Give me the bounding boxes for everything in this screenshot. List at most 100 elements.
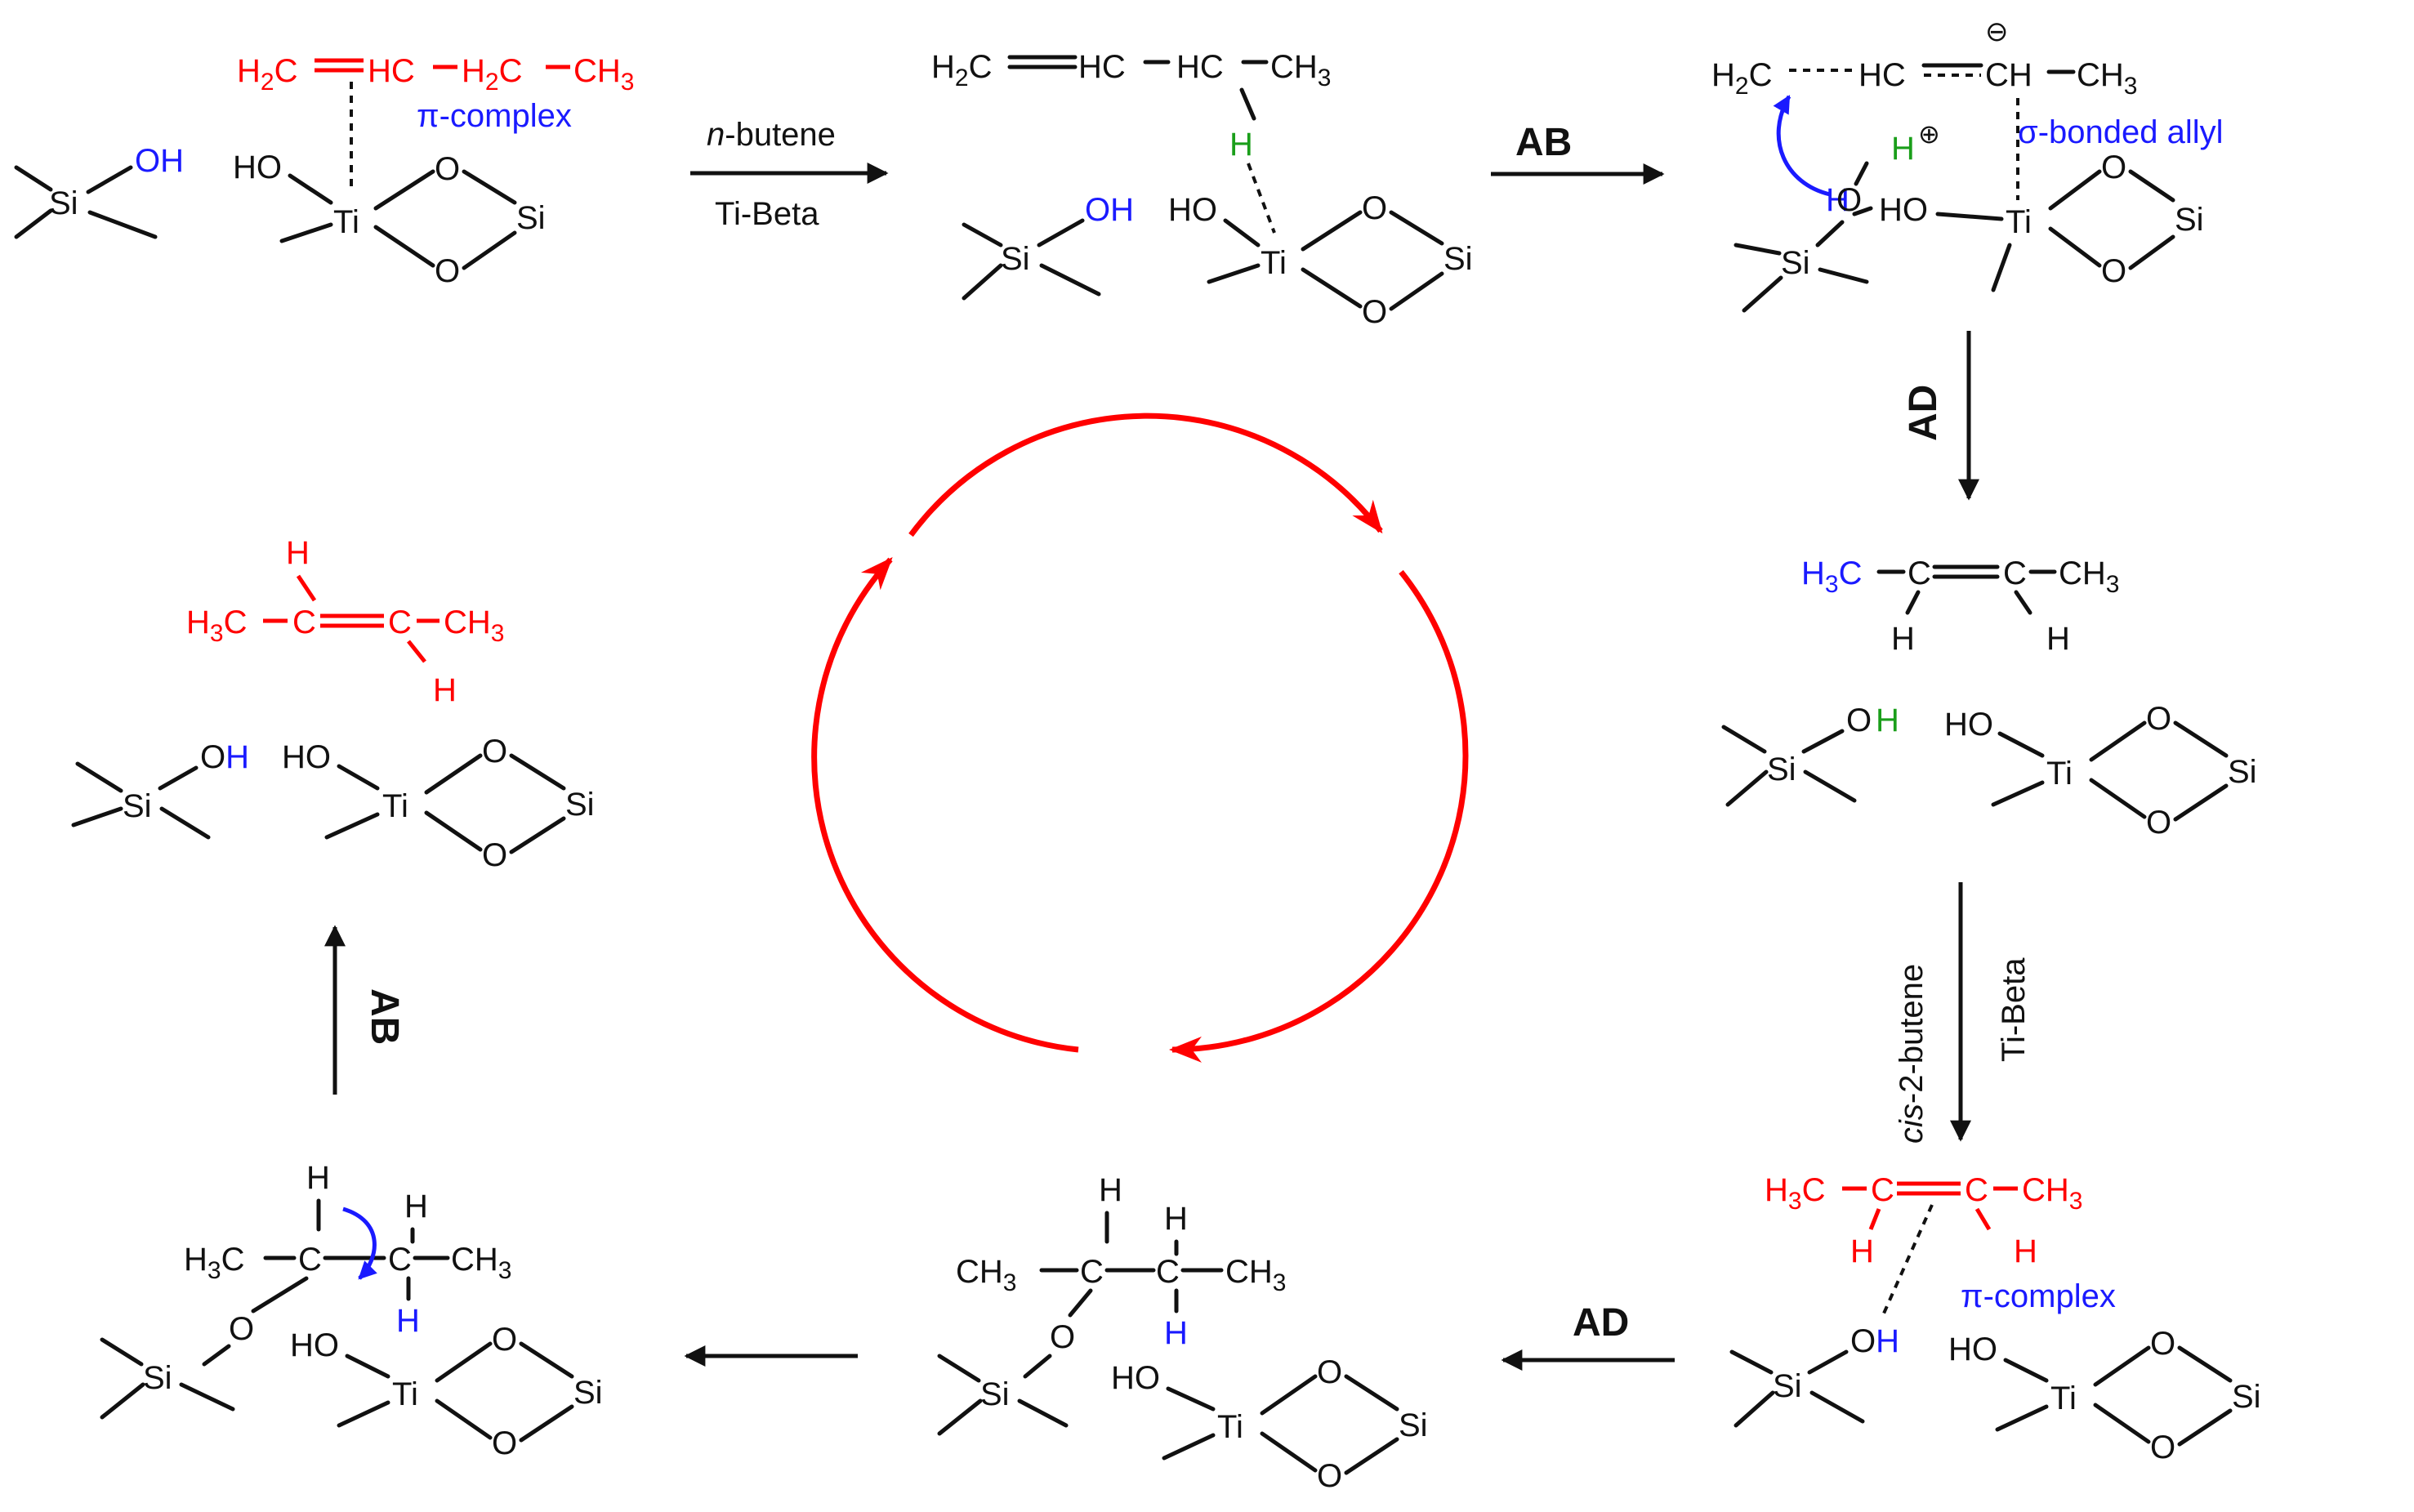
svg-text:AD: AD — [1573, 1301, 1629, 1345]
svg-text:O: O — [435, 151, 460, 187]
svg-text:Si: Si — [2228, 754, 2257, 790]
svg-text:OH: OH — [1850, 1323, 1899, 1359]
svg-text:H: H — [2046, 621, 2070, 657]
svg-text:Ti: Ti — [392, 1376, 418, 1412]
svg-text:H: H — [306, 1160, 330, 1196]
svg-text:O: O — [492, 1322, 517, 1358]
step-arrow-ab-top: AB — [1491, 121, 1665, 185]
svg-text:H: H — [1850, 1233, 1874, 1269]
structure-h-abstraction: H2C HC HC CH3 H Si OH HO Ti O O Si — [931, 49, 1473, 330]
svg-text:C: C — [298, 1242, 322, 1278]
step-arrow-ad-right: AD — [1902, 331, 1979, 501]
svg-text:O: O — [1836, 182, 1862, 218]
silanol-oh: OH — [135, 143, 184, 179]
svg-text:O: O — [2101, 149, 2126, 185]
svg-text:Si: Si — [2175, 202, 2204, 238]
svg-text:π-complex: π-complex — [1961, 1278, 2116, 1314]
svg-text:H: H — [396, 1303, 420, 1339]
svg-text:Si: Si — [1443, 241, 1473, 277]
svg-text:CH3: CH3 — [2059, 555, 2119, 598]
svg-text:O: O — [482, 837, 507, 873]
svg-text:H3C: H3C — [184, 1242, 244, 1284]
svg-text:Si: Si — [1767, 752, 1796, 787]
svg-text:H: H — [1826, 182, 1850, 218]
svg-text:Ti: Ti — [2050, 1380, 2077, 1416]
ti-beta-label-1: Ti-Beta — [715, 196, 819, 232]
svg-text:O: O — [1050, 1319, 1075, 1355]
svg-text:CH3: CH3 — [2022, 1172, 2082, 1215]
svg-text:O: O — [482, 734, 507, 769]
svg-text:HO: HO — [1944, 707, 1993, 743]
structure-sigma-allyl: H2C HC CH ⊖ CH3 σ-bonded allyl H H ⊕ O S… — [1711, 16, 2224, 313]
svg-text:Ti: Ti — [1217, 1409, 1243, 1445]
svg-text:⊕: ⊕ — [1918, 119, 1940, 149]
svg-text:HO: HO — [1168, 192, 1217, 228]
ti-beta-label-2: Ti-Beta — [1996, 957, 2032, 1062]
svg-text:CH: CH — [1985, 57, 2032, 93]
abstracted-h: H — [1229, 127, 1253, 163]
svg-text:Si: Si — [980, 1376, 1010, 1412]
svg-text:Si: Si — [1001, 241, 1030, 277]
svg-text:HC: HC — [1078, 49, 1126, 85]
svg-text:AB: AB — [363, 988, 406, 1045]
svg-text:Ti: Ti — [2006, 204, 2032, 240]
step-arrow-ad-bottom: AD — [1501, 1301, 1675, 1371]
structure-cis-2-butene: H3C C C CH3 H H Si HO H HO Ti O O Si — [1721, 555, 2257, 841]
svg-text:C: C — [1871, 1172, 1894, 1208]
svg-text:HO: HO — [1846, 702, 1872, 738]
svg-text:HO: HO — [1111, 1360, 1160, 1396]
proton: H — [1891, 131, 1915, 167]
structure-1-butene-pi-complex: H2C HC H2C CH3 π-complex Si OH HO Ti O O… — [14, 53, 634, 289]
step-arrow-cis-2-butene: cis-2-butene Ti-Beta — [1894, 882, 2032, 1144]
svg-text:HO: HO — [1879, 192, 1928, 228]
svg-text:HO: HO — [282, 739, 331, 775]
structure-trans-2-butene: H H3C C C CH3 H Si OH HO Ti O O Si — [71, 535, 595, 873]
svg-text:Ti: Ti — [382, 788, 408, 824]
svg-text:H: H — [1891, 621, 1915, 657]
svg-text:CH3: CH3 — [1270, 49, 1331, 91]
cis-2-butene-label: cis-2-butene — [1894, 964, 1930, 1144]
svg-text:Si: Si — [565, 787, 595, 823]
svg-text:H: H — [286, 535, 310, 571]
svg-text:O: O — [2150, 1326, 2175, 1362]
svg-text:O: O — [1362, 294, 1387, 330]
n-butene-label: n-butene — [707, 117, 836, 153]
svg-text:H: H — [1164, 1201, 1188, 1237]
svg-text:CH3: CH3 — [573, 53, 634, 96]
ti-atom: Ti — [333, 204, 359, 240]
svg-text:H: H — [1099, 1172, 1122, 1208]
svg-text:O: O — [1362, 190, 1387, 226]
svg-text:C: C — [1156, 1254, 1180, 1290]
svg-text:C: C — [292, 604, 316, 640]
svg-text:HO: HO — [290, 1327, 339, 1363]
sigma-allyl-label: σ-bonded allyl — [2018, 114, 2224, 150]
svg-text:Si: Si — [2232, 1379, 2261, 1415]
svg-text:CH3: CH3 — [451, 1242, 511, 1284]
cycle-arrow-left — [811, 557, 1079, 1053]
svg-text:H: H — [433, 672, 457, 708]
svg-text:O: O — [2101, 253, 2126, 289]
anion-charge: ⊖ — [1985, 16, 2009, 47]
svg-text:H2C: H2C — [931, 49, 992, 91]
svg-text:Ti: Ti — [2046, 756, 2073, 792]
svg-text:C: C — [2003, 555, 2027, 591]
svg-text:H2C: H2C — [1711, 57, 1772, 100]
svg-text:H: H — [2014, 1233, 2037, 1269]
svg-text:C: C — [1965, 1172, 1988, 1208]
cycle-arrow-right — [1169, 569, 1469, 1063]
svg-text:O: O — [2146, 701, 2171, 737]
frag-hc: HC — [368, 53, 415, 89]
svg-text:CH3: CH3 — [956, 1254, 1016, 1296]
svg-text:CH3: CH3 — [1225, 1254, 1286, 1296]
frag: H — [237, 53, 261, 89]
svg-text:AD: AD — [1902, 385, 1945, 441]
svg-text:HO: HO — [1948, 1331, 1997, 1367]
svg-text:O: O — [2146, 805, 2171, 841]
structure-cis-2-butene-pi-complex: H3C C C CH3 H H π-complex Si OH HO Ti O … — [1729, 1172, 2261, 1465]
svg-text:H2C: H2C — [462, 53, 522, 96]
svg-text:HC: HC — [1176, 49, 1224, 85]
svg-text:Si: Si — [1399, 1407, 1428, 1443]
svg-text:H3C: H3C — [1801, 555, 1862, 598]
structure-alkoxy: H H CH3 C C CH3 H O Si HO Ti O O Si — [937, 1172, 1428, 1494]
